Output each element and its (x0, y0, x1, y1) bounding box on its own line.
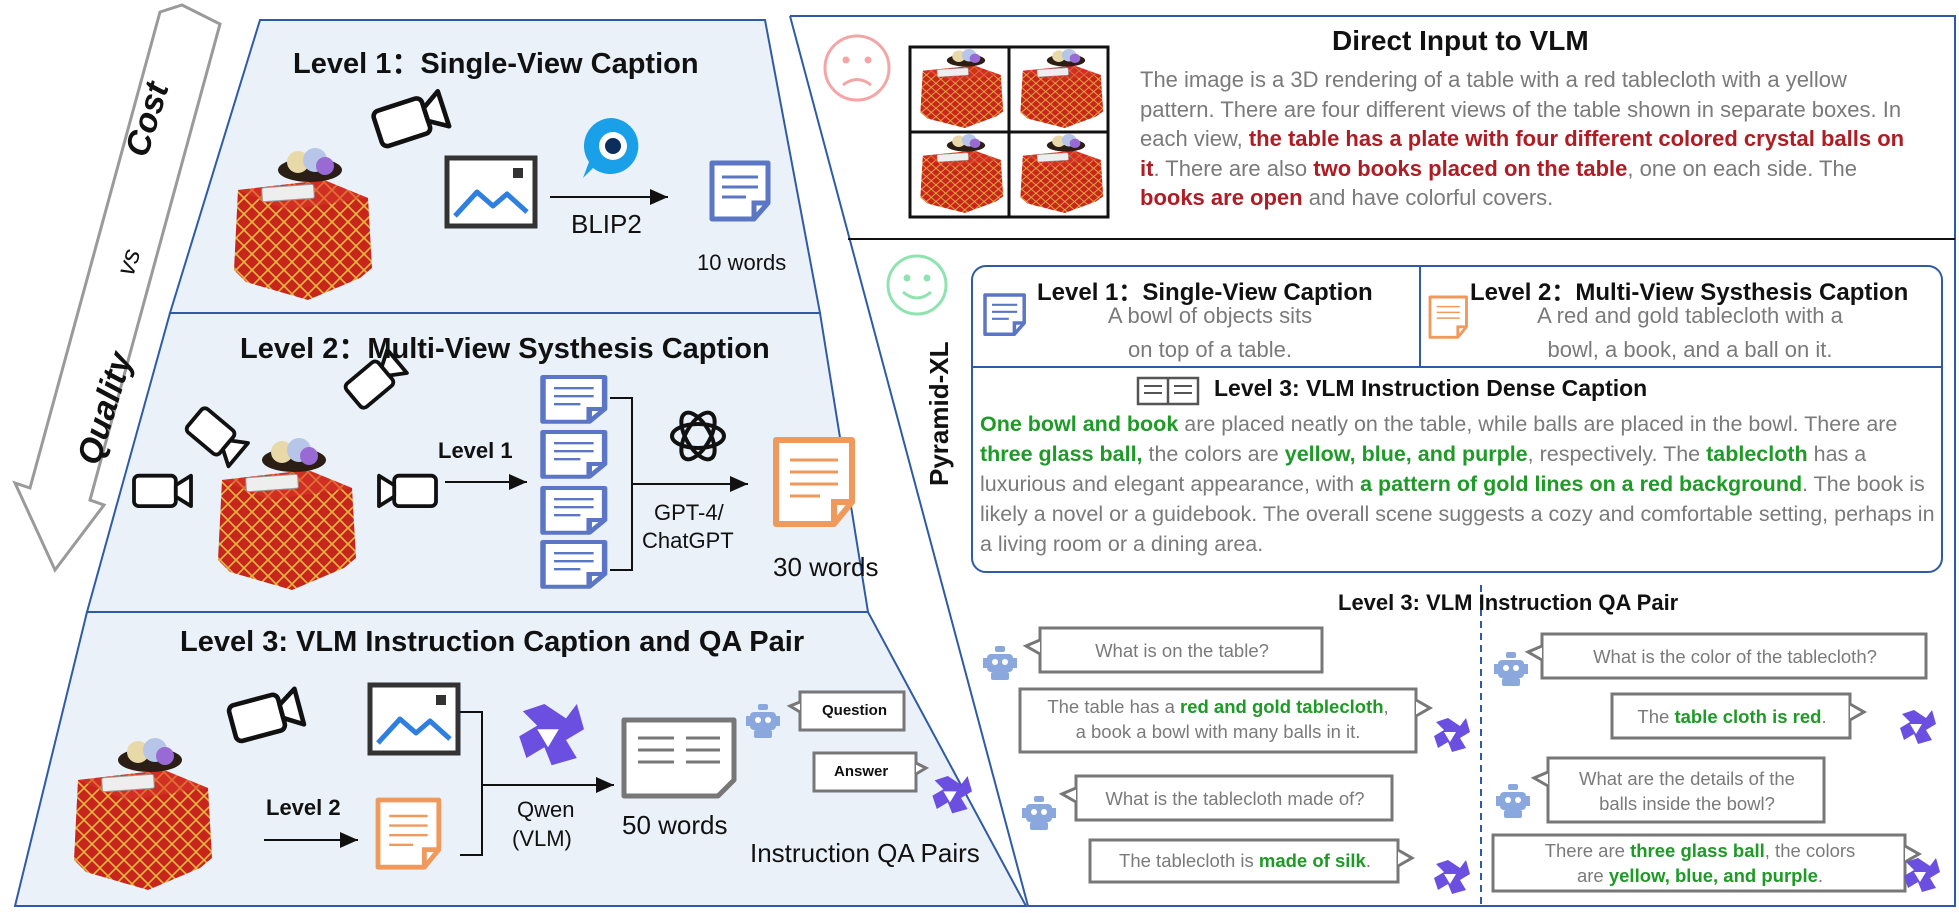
level1-title: Level 1：Single-View Caption (293, 48, 699, 80)
qa-answer-2: The tablecloth is made of silk. (1119, 850, 1371, 871)
qa-pairs-label: Instruction QA Pairs (750, 838, 980, 868)
qa-question-3: What is the color of the tablecloth? (1593, 646, 1877, 667)
happy-face-icon (886, 254, 948, 316)
doc-orange-icon (375, 797, 442, 870)
qa-answer-3: The table cloth is red. (1637, 706, 1827, 727)
openai-icon (670, 410, 726, 462)
robot-icon (1494, 652, 1528, 686)
doc-blue-icon (983, 293, 1026, 336)
pyramid-caption-box (971, 265, 1943, 573)
camera-icon (377, 473, 438, 509)
qa-question-2: What is the tablecloth made of? (1105, 788, 1365, 809)
doc-blue-icon (712, 163, 768, 219)
doc-blue-icon (543, 488, 605, 533)
qa-answer-4: There are three glass ball, the colors a… (1544, 840, 1856, 886)
doc-orange-icon (773, 437, 855, 527)
qwen-icon (932, 776, 972, 814)
level3-input-label: Level 2 (266, 795, 341, 820)
pyramid-level2-line1: A red and gold tablecloth with a (1537, 303, 1843, 328)
sad-face-icon (823, 34, 891, 102)
answer-label: Answer (834, 763, 889, 780)
direct-description: The image is a 3D rendering of a table w… (1140, 67, 1905, 210)
level3-title: Level 3: VLM Instruction Caption and QA … (180, 626, 805, 658)
pyramid-level1-line2: on top of a table. (1128, 337, 1292, 362)
robot-icon (983, 646, 1017, 680)
pyramid-xl-label: Pyramid-XL (924, 341, 954, 487)
pyramid-level3-title: Level 3: VLM Instruction Dense Caption (1214, 375, 1648, 401)
cost-quality-arrow (12, 3, 222, 573)
level2-input-label: Level 1 (438, 438, 513, 463)
image-icon (447, 158, 535, 226)
qwen-label-line2: (VLM) (512, 826, 572, 851)
doc-gray-icon (621, 717, 737, 799)
qwen-icon (519, 704, 584, 766)
blip2-label: BLIP2 (571, 209, 642, 239)
level3-words: 50 words (622, 810, 728, 840)
level3-panel (13, 611, 1028, 907)
qa-question-1: What is on the table? (1095, 640, 1269, 661)
book-icon (1136, 376, 1200, 406)
level1-words: 10 words (697, 250, 787, 275)
doc-blue-icon (543, 432, 605, 477)
gpt-label-line2: ChatGPT (642, 528, 734, 553)
pyramid-level2-title: Level 2：Multi-View Systhesis Caption (1470, 279, 1909, 306)
image-icon (370, 685, 458, 753)
level2-title: Level 2：Multi-View Systhesis Caption (240, 333, 770, 365)
doc-orange-icon (1428, 295, 1468, 339)
gpt-label-line1: GPT-4/ (654, 500, 724, 525)
level2-words: 30 words (773, 552, 879, 582)
qwen-icon (1434, 718, 1470, 752)
dense-caption: One bowl and book are placed neatly on t… (980, 412, 1935, 556)
robot-icon (1496, 784, 1530, 818)
pyramid-level2-line2: bowl, a book, and a ball on it. (1547, 337, 1833, 362)
doc-blue-icon (543, 377, 605, 422)
question-label: Question (822, 702, 888, 719)
qa-answer-1: The table has a red and gold tablecloth,… (1047, 696, 1389, 742)
qwen-label-line1: Qwen (517, 797, 575, 822)
robot-icon (1022, 796, 1056, 830)
pyramid-level1-title: Level 1：Single-View Caption (1037, 279, 1373, 306)
doc-blue-icon (543, 542, 605, 587)
pyramid-level1-line1: A bowl of objects sits (1107, 303, 1313, 328)
qa-title: Level 3: VLM Instruction QA Pair (1338, 590, 1679, 615)
blip2-eye-icon (583, 118, 639, 178)
camera-icon (132, 473, 193, 509)
qwen-icon (1434, 860, 1470, 894)
qwen-icon (1904, 858, 1940, 892)
four-view-grid (908, 45, 1110, 219)
qwen-icon (1900, 710, 1936, 744)
qa-question-4: What are the details of the balls inside… (1579, 768, 1795, 814)
direct-title: Direct Input to VLM (1332, 25, 1589, 56)
